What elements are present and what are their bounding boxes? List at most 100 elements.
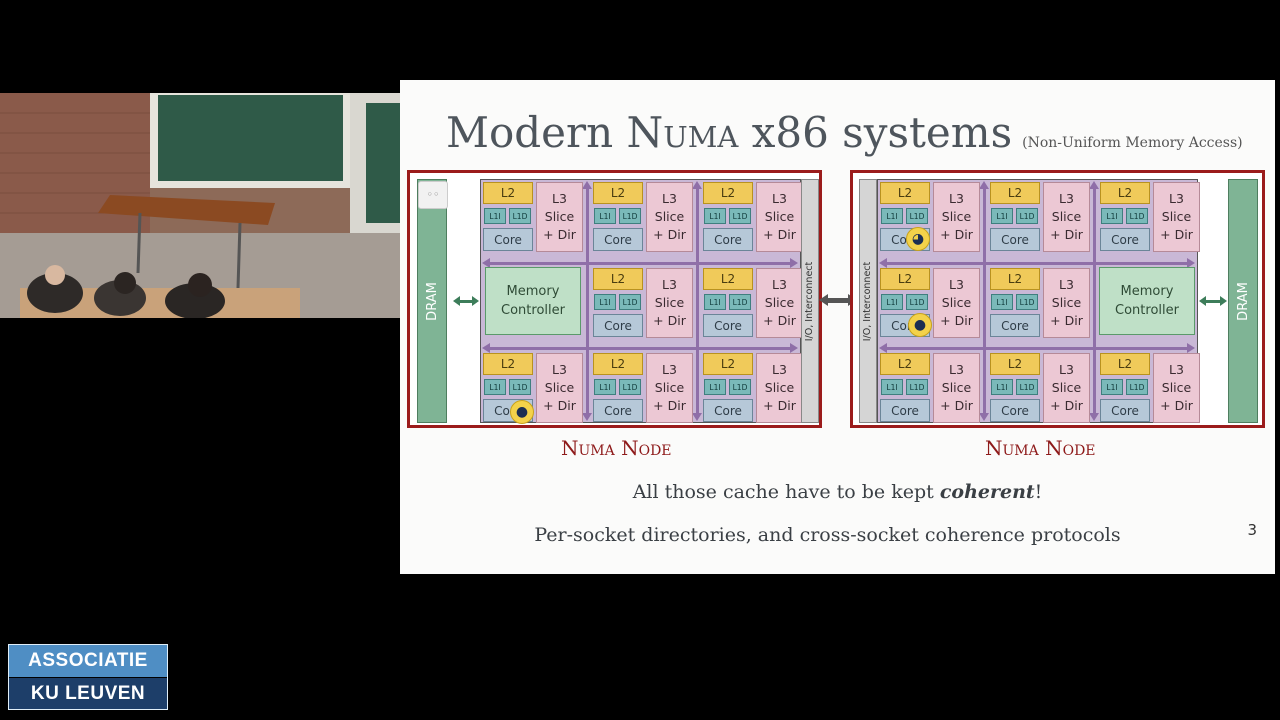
l1i-cache: L1I: [1101, 208, 1123, 224]
tile-l-r3c3: L2 L1I L1D Core L3 Slice + Dir: [703, 353, 806, 425]
numa-node-label-right: Numa Node: [985, 436, 1096, 460]
tile-grid-left: L2 L1I L1D Core L3 Slice + Dir L2 L1I L1…: [480, 179, 803, 424]
l3-slice: L3 Slice + Dir: [1043, 182, 1090, 252]
tile-r-r1c1: L2 L1I L1D Core L3 Slice + Dir ◕: [880, 182, 983, 254]
l1d-cache: L1D: [619, 379, 641, 395]
l1d-cache: L1D: [619, 208, 641, 224]
l1i-cache: L1I: [991, 294, 1013, 310]
l1d-cache: L1D: [509, 379, 531, 395]
ring-arrow-v2: [692, 181, 702, 421]
l1d-cache: L1D: [906, 379, 928, 395]
core: Core: [1100, 228, 1150, 251]
tile-r-r1c3: L2 L1I L1D Core L3 Slice + Dir: [1100, 182, 1203, 254]
dram-left: DRAM: [417, 179, 447, 423]
ku-leuven-logo: ASSOCIATIE KU LEUVEN: [8, 644, 168, 710]
core: Core: [483, 228, 533, 251]
core: Core: [593, 228, 643, 251]
lecture-hall-image: [0, 93, 400, 318]
l3-slice: L3 Slice + Dir: [1043, 353, 1090, 423]
l1i-cache: L1I: [594, 294, 616, 310]
l2-cache: L2: [703, 182, 753, 204]
core: Core: [990, 228, 1040, 251]
l1d-cache: L1D: [1016, 208, 1038, 224]
l1d-cache: L1D: [729, 379, 751, 395]
ring-arrow-v1: [979, 181, 989, 421]
dram-link-right: [1199, 296, 1227, 306]
core: Core: [703, 228, 753, 251]
ring-arrow-h2: [879, 343, 1195, 353]
tile-l-r1c3: L2 L1I L1D Core L3 Slice + Dir: [703, 182, 806, 254]
spy-icon: ●: [510, 400, 534, 424]
io-interconnect-left: I/O, Interconnect: [801, 179, 819, 423]
spy-icon: ●: [908, 313, 932, 337]
l1d-cache: L1D: [1126, 208, 1148, 224]
dram-right: DRAM: [1228, 179, 1258, 423]
lecture-camera-feed: [0, 93, 400, 318]
slide-title: Modern Numa x86 systems (Non-Uniform Memo…: [446, 108, 1243, 157]
l1d-cache: L1D: [509, 208, 531, 224]
ring-arrow-v1: [582, 181, 592, 421]
l3-slice: L3 Slice + Dir: [1153, 182, 1200, 252]
ring-arrow-h1: [879, 258, 1195, 268]
l2-cache: L2: [593, 268, 643, 290]
title-subtitle: (Non-Uniform Memory Access): [1022, 135, 1243, 151]
tile-grid-right: L2 L1I L1D Core L3 Slice + Dir ◕ L2 L1I …: [877, 179, 1200, 425]
l3-slice: L3 Slice + Dir: [646, 182, 693, 252]
tile-l-r1c2: L2 L1I L1D Core L3 Slice + Dir: [593, 182, 696, 254]
l3-slice: L3 Slice + Dir: [933, 353, 980, 423]
l1i-cache: L1I: [704, 208, 726, 224]
title-numa: Numa: [626, 108, 739, 157]
l3-slice: L3 Slice + Dir: [756, 182, 803, 252]
caption-emphasis: coherent: [939, 481, 1035, 503]
l1d-cache: L1D: [906, 208, 928, 224]
presentation-slide: Modern Numa x86 systems (Non-Uniform Memo…: [400, 80, 1275, 574]
core: Core: [1100, 399, 1150, 422]
l1d-cache: L1D: [729, 294, 751, 310]
title-prefix: Modern: [446, 108, 627, 157]
l2-cache: L2: [483, 353, 533, 375]
l2-cache: L2: [593, 353, 643, 375]
l1d-cache: L1D: [619, 294, 641, 310]
tile-r-r2c1: L2 L1I L1D Core L3 Slice + Dir ●: [880, 268, 983, 340]
l2-cache: L2: [483, 182, 533, 204]
tile-r-r3c2: L2 L1I L1D Core L3 Slice + Dir: [990, 353, 1093, 425]
dram-link-left: [453, 296, 479, 306]
tile-r-r1c2: L2 L1I L1D Core L3 Slice + Dir: [990, 182, 1093, 254]
l2-cache: L2: [593, 182, 643, 204]
memory-controller-right: Memory Controller: [1099, 267, 1195, 335]
tile-l-r1c1: L2 L1I L1D Core L3 Slice + Dir: [483, 182, 586, 254]
core: Core: [703, 314, 753, 337]
l3-slice: L3 Slice + Dir: [756, 353, 803, 423]
caption-directories: Per-socket directories, and cross-socket…: [534, 524, 1121, 546]
l3-slice: L3 Slice + Dir: [536, 182, 583, 252]
l2-cache: L2: [990, 182, 1040, 204]
ring-arrow-h1: [482, 258, 798, 268]
core: Core: [990, 399, 1040, 422]
cat-icon: ◕: [906, 227, 930, 251]
l1i-cache: L1I: [484, 208, 506, 224]
numa-node-left: DRAM ◦◦ L2 L1I L1D Core L3 Slice + Dir L…: [407, 170, 822, 428]
l1d-cache: L1D: [906, 294, 928, 310]
l1i-cache: L1I: [881, 379, 903, 395]
tile-l-r2c3: L2 L1I L1D Core L3 Slice + Dir: [703, 268, 806, 340]
caption-coherence: All those cache have to be kept coherent…: [632, 481, 1043, 503]
l1i-cache: L1I: [484, 379, 506, 395]
l3-slice: L3 Slice + Dir: [1153, 353, 1200, 423]
ring-arrow-h2: [482, 343, 798, 353]
numa-node-label-left: Numa Node: [561, 436, 672, 460]
title-suffix: x86 systems: [738, 108, 1013, 157]
l2-cache: L2: [703, 268, 753, 290]
l2-cache: L2: [880, 268, 930, 290]
l1i-cache: L1I: [881, 208, 903, 224]
core: Core: [703, 399, 753, 422]
l1d-cache: L1D: [1126, 379, 1148, 395]
socket-interconnect-link: [819, 294, 857, 306]
l2-cache: L2: [880, 353, 930, 375]
tile-r-r3c1: L2 L1I L1D Core L3 Slice + Dir: [880, 353, 983, 425]
l1i-cache: L1I: [991, 208, 1013, 224]
l3-slice: L3 Slice + Dir: [933, 182, 980, 252]
l2-cache: L2: [1100, 353, 1150, 375]
tile-r-r3c3: L2 L1I L1D Core L3 Slice + Dir: [1100, 353, 1203, 425]
l1d-cache: L1D: [1016, 294, 1038, 310]
l1i-cache: L1I: [704, 379, 726, 395]
